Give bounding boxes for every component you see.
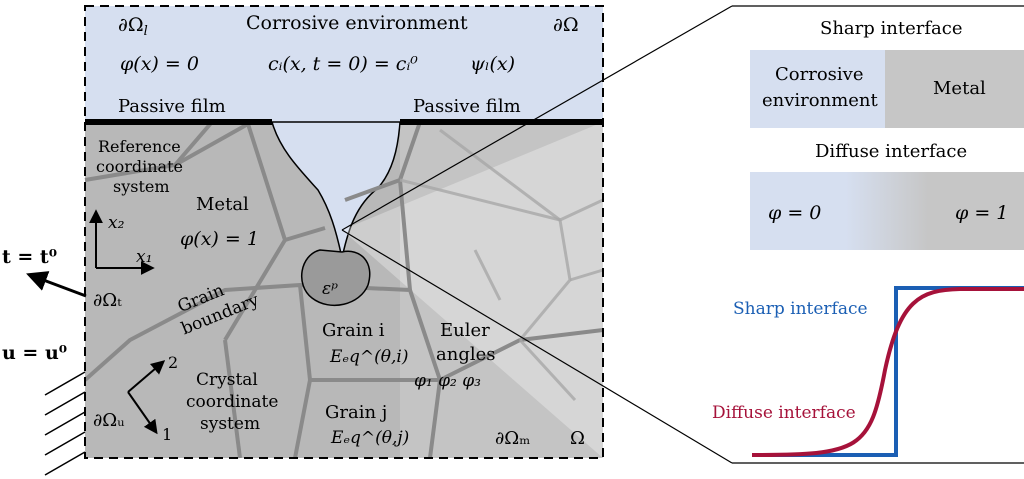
plastic-strain-zone [301, 249, 371, 307]
zoom-right-strip [400, 122, 603, 458]
x1-label: x₁ [136, 247, 152, 267]
phi-zero-label: φ(x) = 0 [120, 53, 199, 75]
passive-film-left-label: Passive film [118, 96, 226, 117]
displacement-boundary-label: ∂Ωᵤ [93, 410, 124, 431]
reference-system-line3: system [113, 177, 170, 196]
grain-boundaries-faint [399, 128, 604, 402]
diffuse-gradient-box [750, 172, 1024, 250]
diffuse-interface-title: Diffuse interface [815, 141, 967, 162]
sharp-metal-box [885, 50, 1024, 128]
x2-label: x₂ [108, 213, 125, 233]
grain-i-energy: Eₑq^(θ,i) [329, 347, 408, 367]
diffuse-phi0-label: φ = 0 [768, 202, 821, 224]
diffuse-curve-label: Diffuse interface [712, 403, 856, 423]
grain-boundaries [83, 120, 604, 459]
traction-label: t = t⁰ [2, 246, 57, 268]
plastic-strain-label: εᵖ [322, 279, 338, 299]
traction-arrow [26, 271, 87, 298]
traction-boundary-label: ∂Ωₜ [93, 290, 122, 311]
crystal-axis-2-arrow [127, 360, 166, 393]
sharp-curve-label: Sharp interface [733, 299, 868, 319]
boundary-liquid-label: ∂Ωl [118, 14, 148, 39]
crystal-axis-1-label: 1 [162, 425, 172, 444]
sharp-metal-label: Metal [933, 78, 986, 99]
metal-boundary-label: ∂Ωₘ [495, 428, 530, 449]
metal-label: Metal [196, 194, 249, 215]
crystal-axis-1-arrow [127, 391, 158, 435]
crystal-system-line3: system [200, 414, 260, 434]
reference-system-line1: Reference [98, 137, 181, 156]
sharp-interface-title: Sharp interface [820, 18, 962, 39]
euler-line1: Euler [440, 320, 490, 341]
crystal-axis-2-label: 2 [168, 353, 178, 372]
concentration-label: cᵢ(x, t = 0) = cᵢ⁰ [268, 53, 418, 75]
environment-title: Corrosive environment [246, 12, 468, 34]
euler-angles: φ₁ φ₂ φ₃ [414, 371, 481, 391]
zoom-line-bottom [341, 229, 733, 464]
domain-boundary [84, 5, 604, 459]
grain-j-energy: Eₑq^(θ,j) [330, 428, 409, 448]
crystal-system-line2: coordinate [186, 392, 278, 412]
domain-label: Ω [570, 428, 585, 449]
euler-line2: angles [436, 344, 496, 365]
zoom-wedge [342, 122, 603, 458]
crystal-system-line1: Crystal [196, 370, 258, 390]
grain-i-label: Grain i [322, 320, 385, 341]
diffuse-phi1-label: φ = 1 [955, 202, 1008, 224]
diffuse-interface-curve [751, 287, 1024, 457]
phi-one-label: φ(x) = 1 [180, 228, 259, 250]
grain-j-label: Grain j [325, 402, 387, 423]
reference-system-line2: coordinate [96, 157, 183, 176]
potential-label: ψₗ(x) [470, 53, 515, 75]
displacement-label: u = u⁰ [2, 342, 67, 364]
passive-film-right-label: Passive film [413, 96, 521, 117]
sharp-environment-box [750, 50, 885, 128]
environment-region [85, 6, 603, 122]
outer-boundary-label: ∂Ω [553, 14, 579, 36]
sharp-corrosive-line1: Corrosive [775, 64, 863, 85]
sharp-corrosive-line2: environment [762, 90, 879, 111]
zoom-line-top [341, 5, 733, 231]
fixed-support-hatching [44, 371, 86, 476]
